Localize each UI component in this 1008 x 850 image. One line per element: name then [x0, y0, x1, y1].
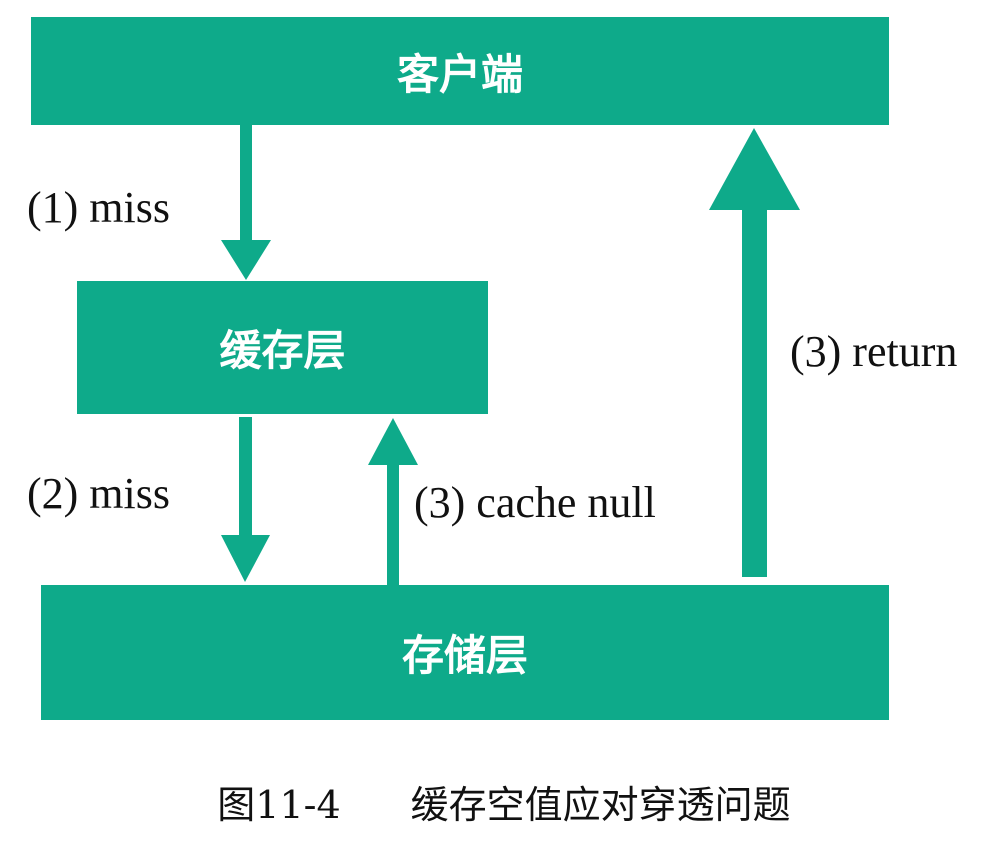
client-node: 客户端: [31, 17, 889, 125]
figure-title: 缓存空值应对穿透问题: [410, 783, 791, 827]
client-node-label: 客户端: [396, 49, 523, 99]
arrow-cache-to-storage: [221, 417, 270, 582]
edge-label-miss-1: (1) miss: [27, 183, 170, 232]
cache-layer-node-label: 缓存层: [219, 326, 346, 375]
arrow-storage-to-client: [709, 128, 800, 577]
figure-number: 图11-4: [217, 783, 341, 827]
edge-label-cache-null: (3) cache null: [414, 478, 656, 527]
edge-label-miss-2: (2) miss: [27, 469, 170, 518]
cache-layer-node: 缓存层: [77, 281, 488, 414]
edge-label-return: (3) return: [790, 327, 958, 376]
storage-layer-node-label: 存储层: [401, 631, 528, 680]
arrow-client-to-cache: [221, 125, 271, 280]
figure-caption: 图11-4 缓存空值应对穿透问题: [0, 786, 1008, 824]
storage-layer-node: 存储层: [41, 585, 889, 720]
arrow-storage-to-cache: [368, 418, 418, 585]
